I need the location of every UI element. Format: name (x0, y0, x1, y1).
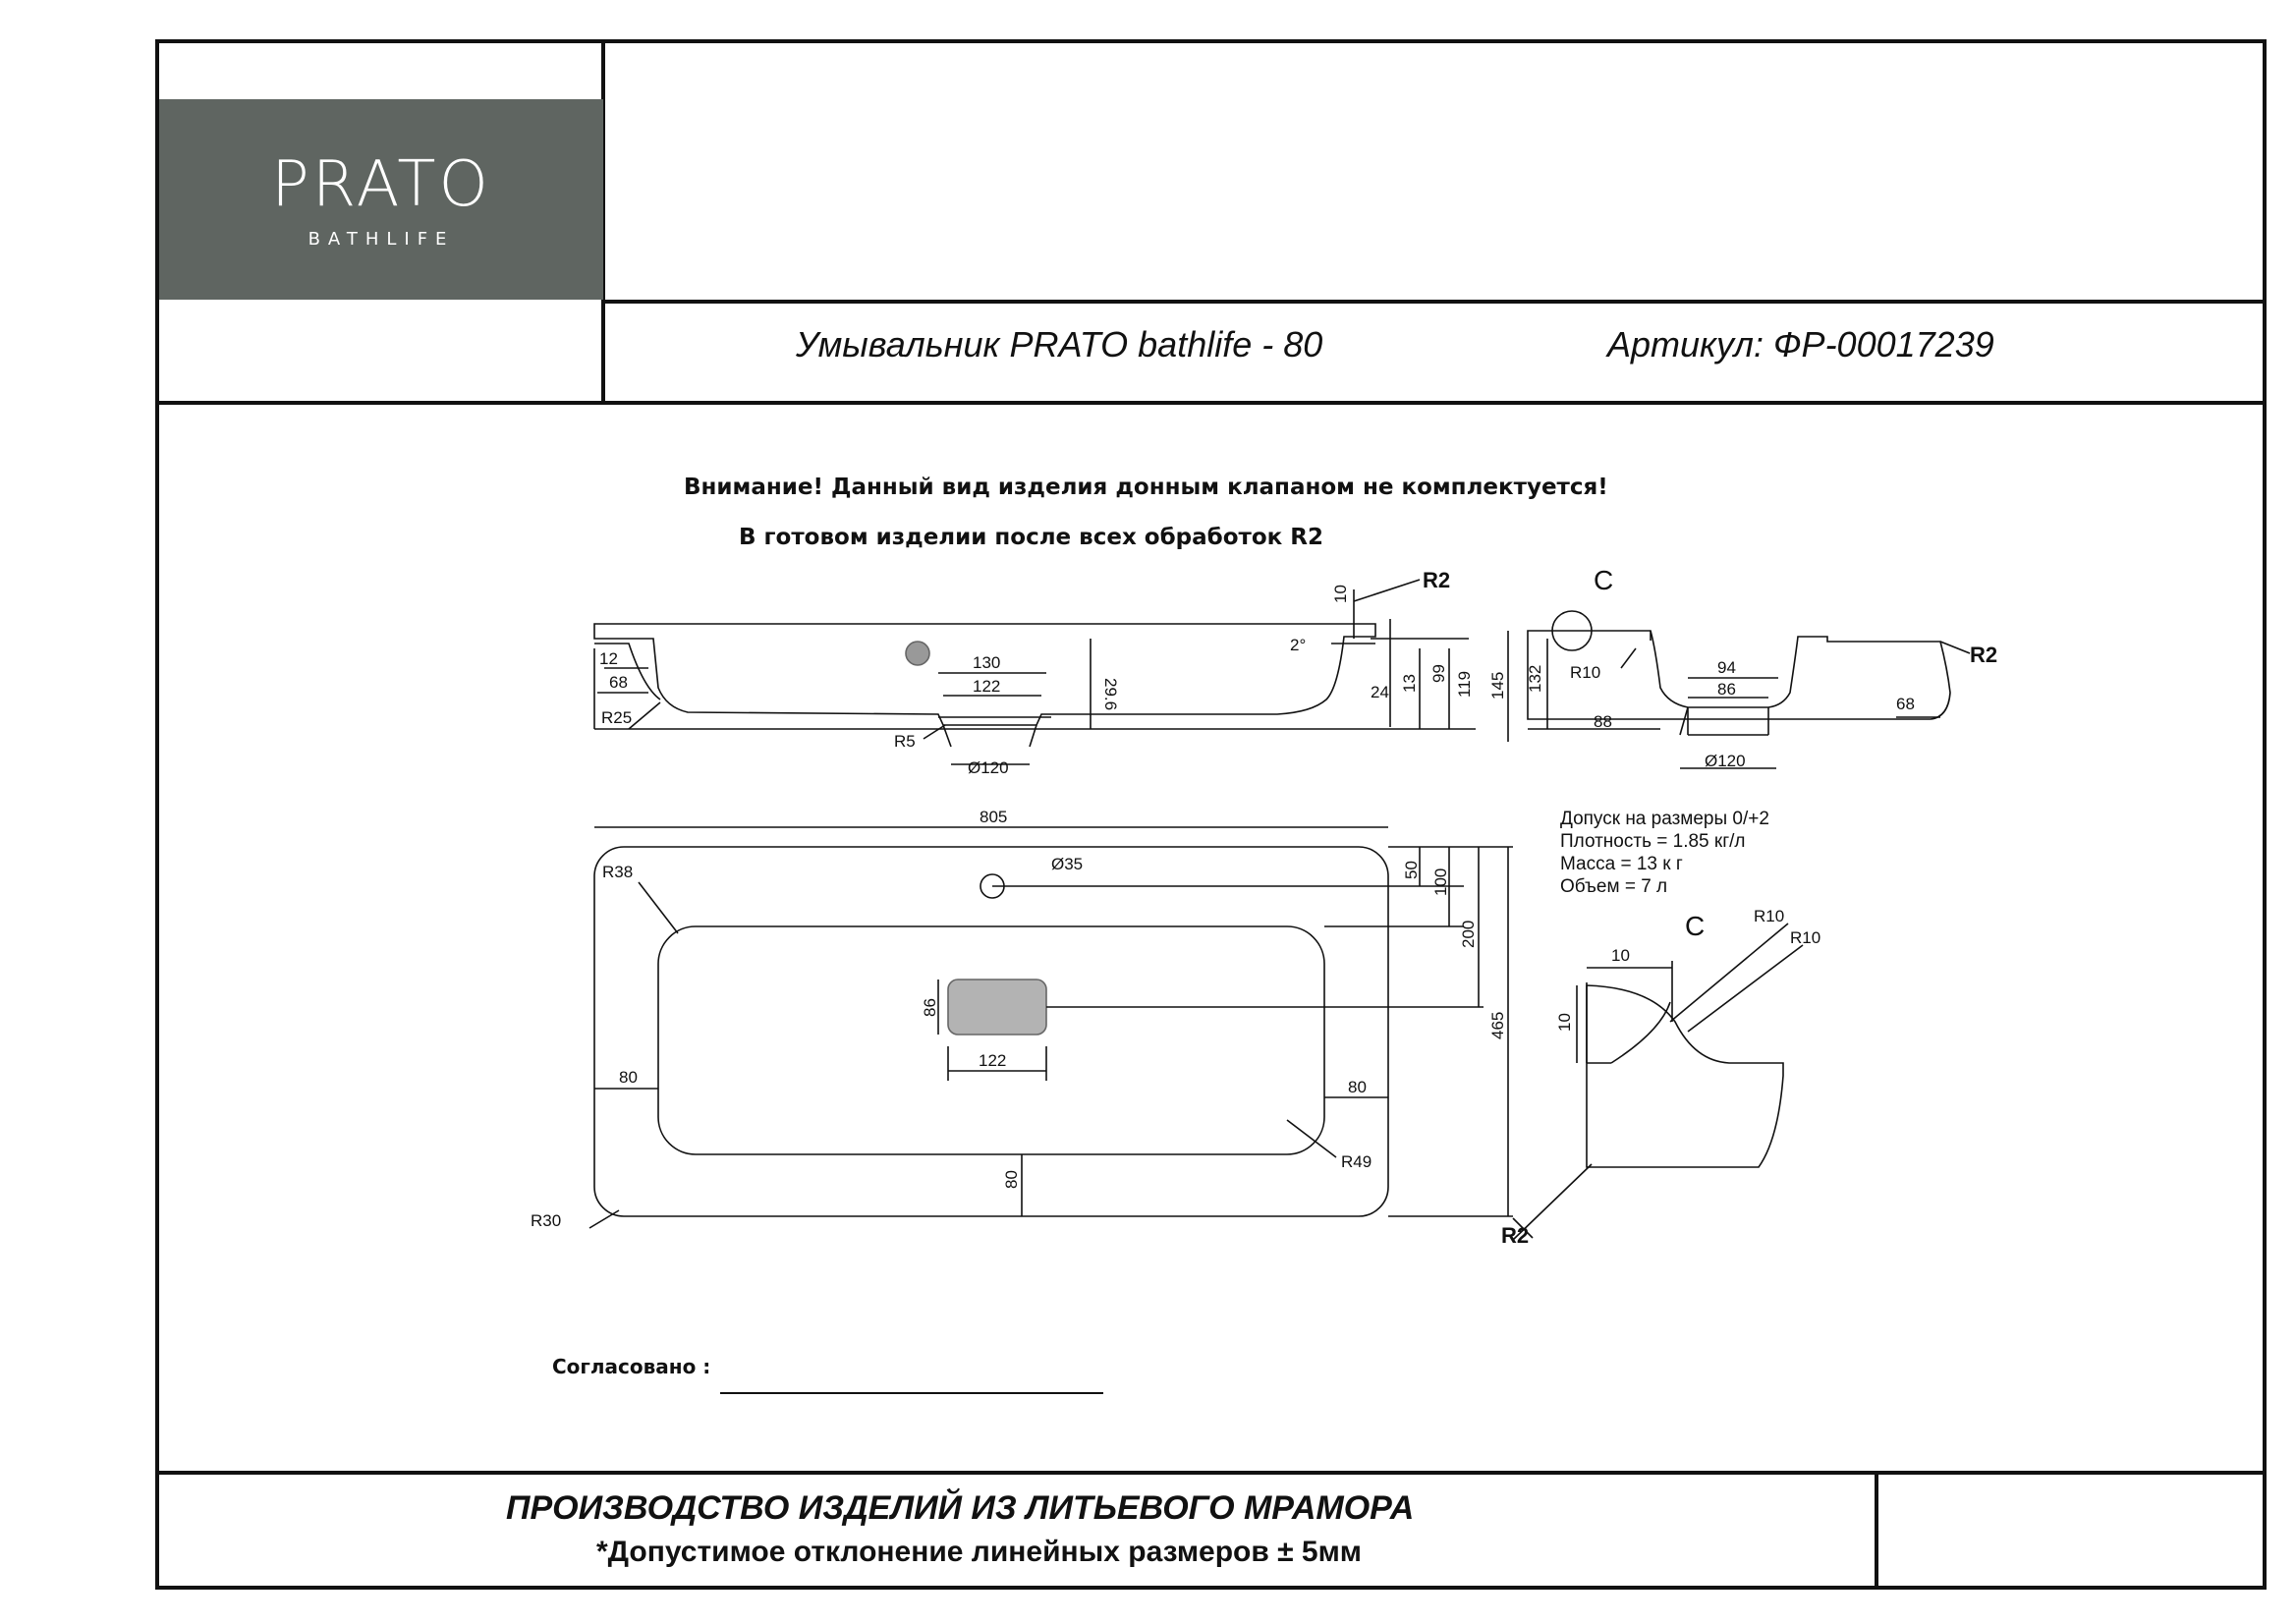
dim-front-10: 10 (1331, 585, 1350, 603)
dim-top-122: 122 (979, 1051, 1006, 1070)
dim-top-r38: R38 (602, 863, 633, 881)
dim-top-80-bottom: 80 (1002, 1170, 1021, 1189)
footer-tolerance-text: *Допустимое отклонение линейных размеров… (596, 1536, 1363, 1568)
dim-side-94: 94 (1717, 658, 1736, 677)
attention-note: Внимание! Данный вид изделия донным клап… (684, 475, 1608, 500)
dim-side-86: 86 (1717, 680, 1736, 699)
spec-tolerance: Допуск на размеры 0/+2 (1560, 809, 1769, 829)
footer-divider (155, 1471, 2267, 1475)
dim-side-68: 68 (1896, 695, 1915, 713)
dim-front-r2: R2 (1423, 568, 1450, 592)
finish-note: В готовом изделии после всех обработок R… (739, 525, 1323, 550)
spec-density: Плотность = 1.85 кг/л (1560, 831, 1746, 852)
detail-c-marker-side: C (1594, 565, 1613, 595)
dim-front-r25: R25 (601, 708, 632, 727)
dim-front-13: 13 (1400, 674, 1419, 693)
dim-side-145: 145 (1488, 672, 1507, 700)
detail-c-marker: C (1685, 911, 1705, 941)
dim-top-r30: R30 (531, 1211, 561, 1230)
dim-top-r49: R49 (1341, 1152, 1372, 1171)
dim-side-88: 88 (1594, 712, 1612, 731)
detail-c-view (1512, 923, 1804, 1241)
dim-top-805: 805 (980, 808, 1007, 826)
dim-front-dia120: Ø120 (968, 758, 1009, 777)
dim-side-132: 132 (1526, 665, 1544, 693)
dim-top-r2: R2 (1501, 1223, 1529, 1248)
approved-label: Согласовано : (552, 1355, 711, 1378)
dim-top-80-left: 80 (619, 1068, 638, 1087)
title-block-divider-vertical (601, 39, 605, 405)
prato-logo: PRATO BATHLIFE (159, 99, 603, 300)
dim-top-200: 200 (1459, 921, 1478, 948)
product-title: Умывальник PRATO bathlife - 80 (796, 324, 1323, 364)
dim-front-68: 68 (609, 673, 628, 692)
dim-detail-10-v: 10 (1555, 1013, 1574, 1032)
footer-cell-divider (1875, 1471, 1878, 1590)
dim-top-100: 100 (1431, 868, 1450, 896)
top-plan-view (588, 826, 1534, 1239)
dim-detail-r10-a: R10 (1754, 907, 1784, 925)
signature-line (720, 1392, 1103, 1394)
dim-front-angle: 2° (1290, 636, 1306, 654)
logo-sub-text: BATHLIFE (308, 229, 455, 250)
dim-side-r10: R10 (1570, 663, 1600, 682)
dim-top-50: 50 (1402, 861, 1421, 879)
dim-detail-r10-b: R10 (1790, 928, 1820, 947)
dim-front-122: 122 (973, 677, 1000, 696)
dim-top-86: 86 (921, 998, 939, 1017)
dim-detail-10-h: 10 (1611, 946, 1630, 965)
dim-front-29-6: 29.6 (1101, 678, 1120, 710)
dim-side-dia120: Ø120 (1705, 752, 1746, 770)
spec-mass: Масса = 13 к г (1560, 854, 1683, 874)
dim-front-24: 24 (1371, 683, 1389, 701)
article-number: Артикул: ФР-00017239 (1607, 324, 1994, 364)
header-divider (601, 300, 2267, 304)
front-section-view (593, 579, 1476, 765)
spec-volume: Объем = 7 л (1560, 876, 1668, 897)
side-section-view (1507, 610, 1971, 769)
footer-main-text: ПРОИЗВОДСТВО ИЗДЕЛИЙ ИЗ ЛИТЬЕВОГО МРАМОР… (506, 1489, 1415, 1527)
dim-top-dia35: Ø35 (1051, 855, 1083, 873)
dim-front-119: 119 (1455, 671, 1474, 698)
dim-front-12: 12 (599, 649, 618, 668)
dim-top-465: 465 (1488, 1012, 1507, 1039)
logo-main-text: PRATO (271, 148, 491, 221)
dim-front-99: 99 (1429, 664, 1448, 683)
dim-side-r2: R2 (1970, 643, 1997, 667)
dim-front-r5: R5 (894, 732, 916, 751)
drawing-frame (155, 39, 2267, 1590)
dim-front-130: 130 (973, 653, 1000, 672)
dim-top-80-right: 80 (1348, 1078, 1367, 1096)
title-block-bottom (155, 401, 2267, 405)
